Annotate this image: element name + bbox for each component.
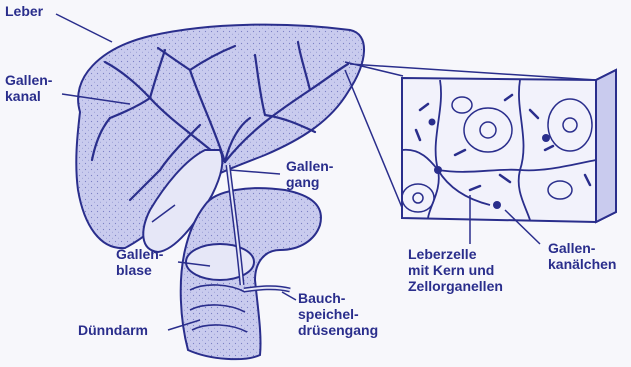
- label-duenndarm: Dünndarm: [78, 322, 148, 338]
- label-gallenblase: Gallen- blase: [116, 246, 163, 278]
- label-gallenkanal: Gallen- kanal: [5, 72, 52, 104]
- label-gallenkanaelchen: Gallen- kanälchen: [548, 240, 616, 272]
- label-gallengang: Gallen- gang: [286, 158, 333, 190]
- label-leberzelle: Leberzelle mit Kern und Zellorganellen: [408, 246, 503, 294]
- liver-cells-block: [402, 70, 616, 222]
- label-leber: Leber: [5, 3, 43, 19]
- label-bauchspeicheldruesengang: Bauch- speichel- drüsengang: [298, 290, 378, 338]
- intestine-opening: [186, 244, 254, 280]
